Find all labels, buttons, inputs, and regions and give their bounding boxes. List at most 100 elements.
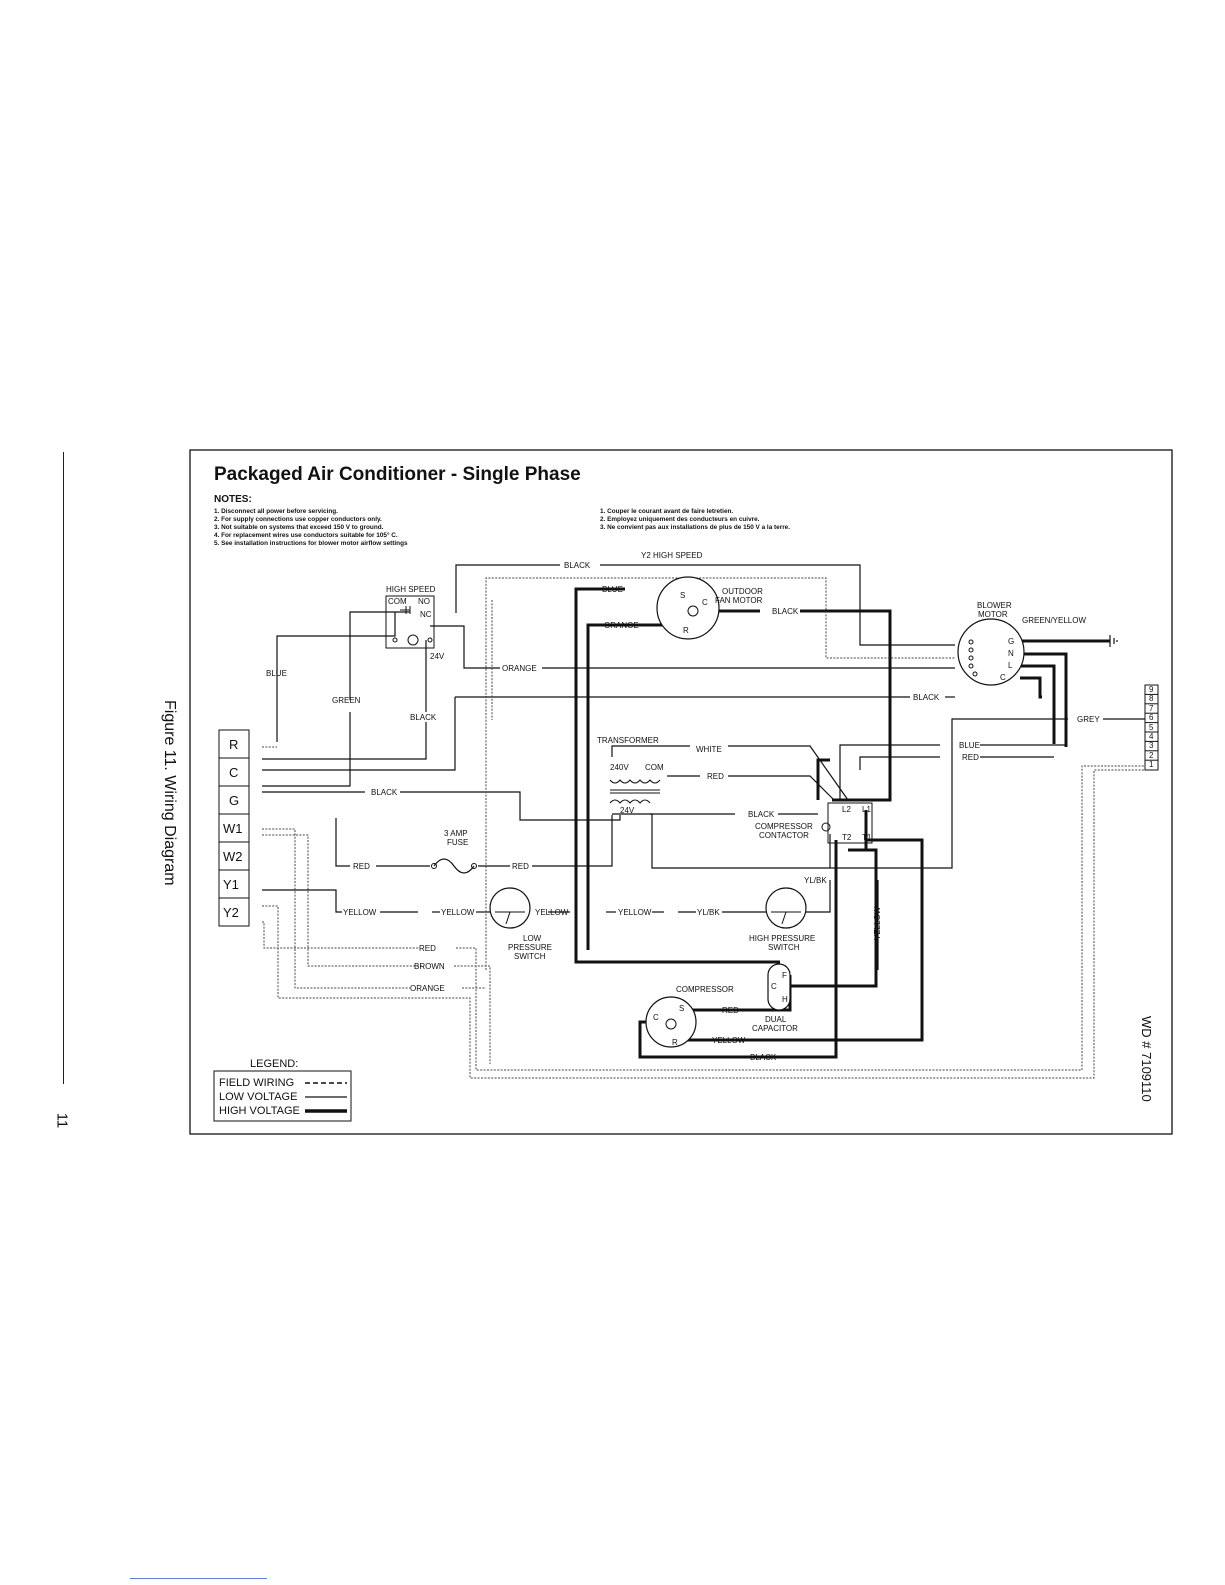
- wire-yellow-1: YELLOW: [343, 908, 377, 917]
- wire-red-blower: RED: [962, 753, 979, 762]
- tap-4: 4: [1149, 732, 1154, 741]
- lps-label-1: LOW: [523, 934, 542, 943]
- blower-pin-l: L: [1008, 661, 1013, 670]
- legend: LEGEND: FIELD WIRING LOW VOLTAGE HIGH VO…: [213, 1058, 352, 1122]
- dual-capacitor: F C H DUAL CAPACITOR: [752, 963, 798, 1033]
- wire-grey: GREY: [1077, 715, 1100, 724]
- tap-6: 6: [1149, 713, 1154, 722]
- cap-pin-c: C: [771, 982, 777, 991]
- wire-blue-fan: BLUE: [602, 585, 623, 594]
- legend-high-voltage: HIGH VOLTAGE: [219, 1105, 300, 1117]
- capacitor-label-2: CAPACITOR: [752, 1024, 798, 1033]
- wire-yl-bk-vertical: YL/BK: [804, 876, 827, 885]
- transformer: TRANSFORMER 240V COM 24V: [597, 736, 664, 815]
- wire-black-fan: BLACK: [772, 607, 799, 616]
- tap-8: 8: [1149, 694, 1154, 703]
- wire-black-top: BLACK: [564, 561, 591, 570]
- wire-red-fuse-left: RED: [353, 862, 370, 871]
- wire-orange-fan: ORANGE: [604, 621, 639, 630]
- fuse-label-2: FUSE: [447, 838, 468, 847]
- fuse-label-1: 3 AMP: [444, 829, 468, 838]
- wire-blue-blower: BLUE: [959, 741, 980, 750]
- compressor: C S R COMPRESSOR: [645, 985, 734, 1048]
- fan-pin-s: S: [680, 591, 685, 600]
- blower-motor: G N L C BLOWER MOTOR GREEN/YELLOW: [957, 601, 1118, 686]
- note-fr-2: 2. Employez uniquement des conducteurs e…: [600, 516, 760, 523]
- relay-nc-label: NC: [420, 610, 432, 619]
- comp-pin-c: C: [653, 1013, 659, 1022]
- cap-pin-h: H: [782, 995, 788, 1004]
- contactor-label-2: CONTACTOR: [759, 831, 809, 840]
- transformer-label: TRANSFORMER: [597, 736, 659, 745]
- transformer-240v: 240V: [610, 763, 629, 772]
- margin-rule: [63, 452, 64, 1084]
- terminal-y2: Y2: [223, 905, 239, 920]
- wire-orange-w1: ORANGE: [410, 984, 445, 993]
- field-wiring: [262, 577, 1145, 1079]
- wire-black-compressor: BLACK: [750, 1053, 777, 1062]
- wire-yellow-4: YELLOW: [618, 908, 652, 917]
- wire-red-y2: RED: [419, 944, 436, 953]
- legend-low-voltage: LOW VOLTAGE: [219, 1091, 297, 1103]
- blower-tap-block: 9 8 7 6 5 4 3 2 1: [1144, 684, 1159, 771]
- note-en-5: 5. See installation instructions for blo…: [214, 540, 408, 547]
- low-voltage-wires: [262, 564, 1145, 970]
- note-en-4: 4. For replacement wires use conductors …: [214, 531, 398, 539]
- outdoor-fan-motor: S C R OUTDOOR FAN MOTOR: [656, 576, 763, 640]
- tap-2: 2: [1149, 751, 1154, 760]
- contactor-l1: L1: [862, 805, 871, 814]
- blower-pin-c: C: [1000, 673, 1006, 682]
- diagram-frame: [189, 449, 1173, 1135]
- wire-red-fuse-right: RED: [512, 862, 529, 871]
- contactor-t1: T1: [862, 833, 872, 842]
- wire-white: WHITE: [696, 745, 722, 754]
- hps-label-1: HIGH PRESSURE: [749, 934, 815, 943]
- contactor-label-1: COMPRESSOR: [755, 822, 813, 831]
- comp-pin-r: R: [672, 1038, 678, 1047]
- blower-label-2: MOTOR: [978, 610, 1008, 619]
- wire-labels: BLACK Y2 HIGH SPEED BLUE ORANGE BLACK BL…: [266, 551, 1100, 1062]
- wire-green: GREEN: [332, 696, 361, 705]
- bottom-underline: [130, 1578, 267, 1579]
- wire-brown: BROWN: [414, 962, 445, 971]
- tap-5: 5: [1149, 723, 1154, 732]
- wire-orange-relay: ORANGE: [502, 664, 537, 673]
- terminal-w2: W2: [223, 849, 243, 864]
- relay-24v-label: 24V: [430, 652, 445, 661]
- relay-no-label: NO: [418, 597, 430, 606]
- drawing-id: WD # 7109110: [1139, 1016, 1154, 1102]
- fan-label-2: FAN MOTOR: [715, 596, 763, 605]
- high-speed-label: HIGH SPEED: [386, 585, 436, 594]
- fan-pin-r: R: [683, 626, 689, 635]
- compressor-contactor: L2 L1 T2 T1 COMPRESSOR CONTACTOR: [755, 802, 873, 844]
- notes-heading: NOTES:: [214, 494, 252, 505]
- low-pressure-switch: LOW PRESSURE SWITCH: [489, 887, 552, 961]
- note-fr-3: 3. Ne convient pas aux installations de …: [600, 524, 790, 531]
- blower-pin-n: N: [1008, 649, 1014, 658]
- terminal-g: G: [229, 793, 239, 808]
- fan-pin-c: C: [702, 598, 708, 607]
- wire-yellow-vertical: YELLOW: [873, 906, 882, 940]
- tap-1: 1: [1149, 760, 1154, 769]
- wire-y2-high-speed: Y2 HIGH SPEED: [641, 551, 703, 560]
- diagram-title: Packaged Air Conditioner - Single Phase: [214, 464, 581, 485]
- hps-label-2: SWITCH: [768, 943, 800, 952]
- wire-black-c: BLACK: [371, 788, 398, 797]
- note-en-1: 1. Disconnect all power before servicing…: [214, 508, 338, 515]
- terminal-w1: W1: [223, 821, 243, 836]
- fuse: 3 AMP FUSE: [431, 829, 477, 874]
- tap-9: 9: [1149, 685, 1154, 694]
- wire-black-blower: BLACK: [913, 693, 940, 702]
- tap-7: 7: [1149, 704, 1154, 713]
- compressor-label: COMPRESSOR: [676, 985, 734, 994]
- high-voltage-wires: [574, 587, 1110, 1059]
- wire-red-transformer: RED: [707, 772, 724, 781]
- wire-yellow-2: YELLOW: [441, 908, 475, 917]
- wire-yellow-3: YELLOW: [535, 908, 569, 917]
- capacitor-label-1: DUAL: [765, 1015, 787, 1024]
- relay-com-label: COM: [388, 597, 407, 606]
- contactor-l2: L2: [842, 805, 851, 814]
- wire-yellow-compressor: YELLOW: [712, 1036, 746, 1045]
- high-pressure-switch: HIGH PRESSURE SWITCH: [749, 887, 815, 952]
